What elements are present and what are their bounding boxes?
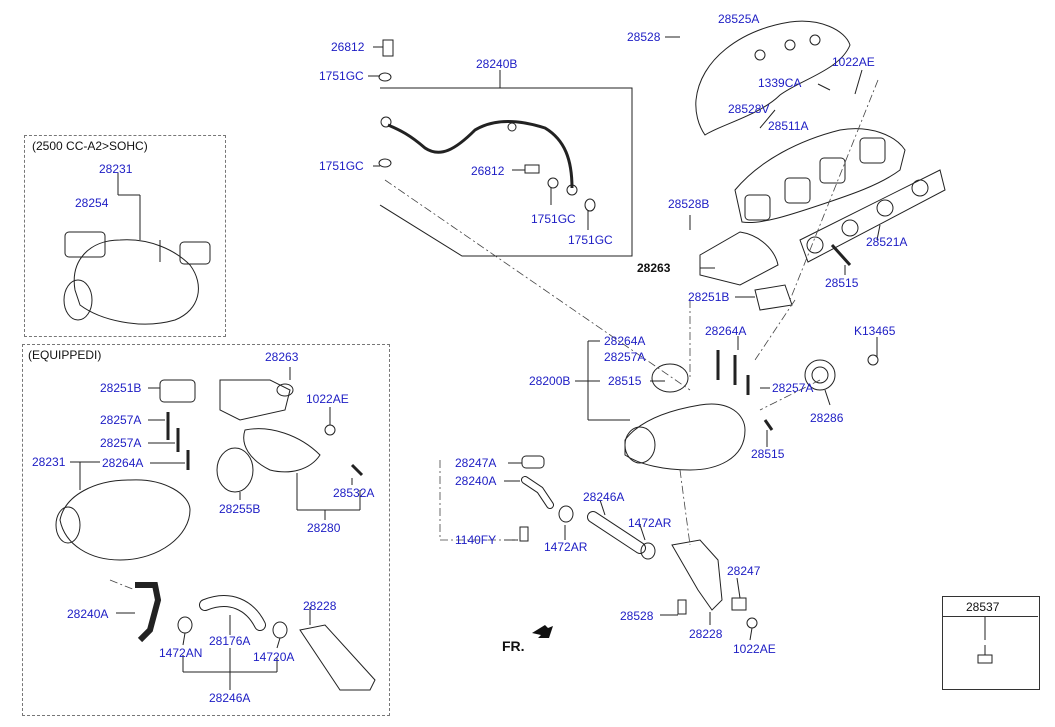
part-label[interactable]: 1751GC xyxy=(319,69,364,83)
part-label[interactable]: 28176A xyxy=(209,634,251,648)
part-label[interactable]: 28264A xyxy=(102,456,144,470)
banjo-bolt-icon xyxy=(382,39,394,57)
banjo-fitting xyxy=(380,116,392,128)
part-label[interactable]: 26812 xyxy=(331,40,365,54)
part-label[interactable]: 1472AR xyxy=(544,540,588,554)
part-label[interactable]: 1751GC xyxy=(568,233,613,247)
oil-feed-pipe xyxy=(387,120,574,189)
part-label[interactable]: 28263 xyxy=(265,350,299,364)
part-label[interactable]: 26812 xyxy=(471,164,505,178)
part-label[interactable]: 28515 xyxy=(825,276,859,290)
part-label[interactable]: 28247A xyxy=(455,456,497,470)
part-label[interactable]: 28515 xyxy=(608,374,642,388)
part-label[interactable]: 1339CA xyxy=(758,76,802,90)
pipe-group-bracket xyxy=(379,87,633,257)
part-28537-box xyxy=(942,596,1040,690)
part-28537-header xyxy=(942,596,1038,617)
part-label[interactable]: 28521A xyxy=(866,235,908,249)
part-label[interactable]: 28257A xyxy=(772,381,814,395)
part-label[interactable]: 28528 xyxy=(627,30,661,44)
manifold-gasket xyxy=(799,169,946,263)
part-label[interactable]: 28264A xyxy=(604,334,646,348)
turbo-gasket xyxy=(804,359,836,391)
part-label[interactable]: 14720A xyxy=(253,650,295,664)
bracket-equipped xyxy=(299,624,376,691)
part-label[interactable]: 28247 xyxy=(727,564,761,578)
part-label[interactable]: 28246A xyxy=(209,691,251,705)
exhaust-manifold xyxy=(734,128,906,224)
turbo-sohc xyxy=(73,239,199,325)
part-label[interactable]: 28525A xyxy=(718,12,760,26)
equipped-title: (EQUIPPEDI) xyxy=(28,348,102,362)
part-label[interactable]: 1022AE xyxy=(733,642,776,656)
washer-icon xyxy=(378,72,392,82)
part-label[interactable]: 28251B xyxy=(688,290,730,304)
part-label[interactable]: 28255B xyxy=(219,502,261,516)
part-label[interactable]: 1140FY xyxy=(455,533,497,547)
part-label[interactable]: 28231 xyxy=(99,162,133,176)
heat-bracket xyxy=(699,231,779,286)
part-label[interactable]: 28228 xyxy=(689,627,723,641)
front-arrow-icon xyxy=(532,625,553,638)
part-label[interactable]: 1472AN xyxy=(159,646,203,660)
part-label[interactable]: 28511A xyxy=(768,119,809,133)
part-label[interactable]: 28528B xyxy=(668,197,710,211)
turbocharger-main xyxy=(624,403,746,471)
heat-shield xyxy=(695,20,851,136)
part-label[interactable]: 28515 xyxy=(751,447,785,461)
turbo-outlet xyxy=(243,428,321,473)
front-direction-label: FR. xyxy=(502,638,525,654)
part-label[interactable]: 1022AE xyxy=(306,392,349,406)
part-label[interactable]: 28228 xyxy=(303,599,337,613)
part-label[interactable]: 1022AE xyxy=(832,55,875,69)
part-label[interactable]: 28200B xyxy=(529,374,571,388)
part-label[interactable]: 28240A xyxy=(67,607,109,621)
equipped-variant-box xyxy=(22,344,390,716)
part-label[interactable]: 28263 xyxy=(637,261,671,275)
part-label[interactable]: 28246A xyxy=(583,490,625,504)
part-label[interactable]: 28286 xyxy=(810,411,844,425)
part-label[interactable]: 28528V xyxy=(728,102,770,116)
turbo-equipped xyxy=(59,479,191,561)
part-label[interactable]: 1472AR xyxy=(628,516,672,530)
part-label[interactable]: K13465 xyxy=(854,324,896,338)
part-label[interactable]: 28257A xyxy=(100,413,142,427)
part-label[interactable]: 28264A xyxy=(705,324,747,338)
part-label[interactable]: 28537 xyxy=(966,600,1000,614)
part-label[interactable]: 28231 xyxy=(32,455,66,469)
part-label[interactable]: 28528 xyxy=(620,609,654,623)
part-label[interactable]: 1751GC xyxy=(319,159,364,173)
turbo-support-bracket xyxy=(671,539,723,611)
part-label[interactable]: 28280 xyxy=(307,521,341,535)
part-label[interactable]: 28240A xyxy=(455,474,497,488)
part-label[interactable]: 28254 xyxy=(75,196,109,210)
wastegate-actuator xyxy=(651,363,689,393)
part-label[interactable]: 1751GC xyxy=(531,212,576,226)
part-label[interactable]: 28532A xyxy=(333,486,375,500)
sohc-variant-box xyxy=(24,135,226,337)
sohc-title: (2500 CC-A2>SOHC) xyxy=(32,139,148,153)
part-label[interactable]: 28257A xyxy=(604,350,646,364)
part-label[interactable]: 28257A xyxy=(100,436,142,450)
part-label[interactable]: 28240B xyxy=(476,57,518,71)
part-label[interactable]: 28251B xyxy=(100,381,142,395)
